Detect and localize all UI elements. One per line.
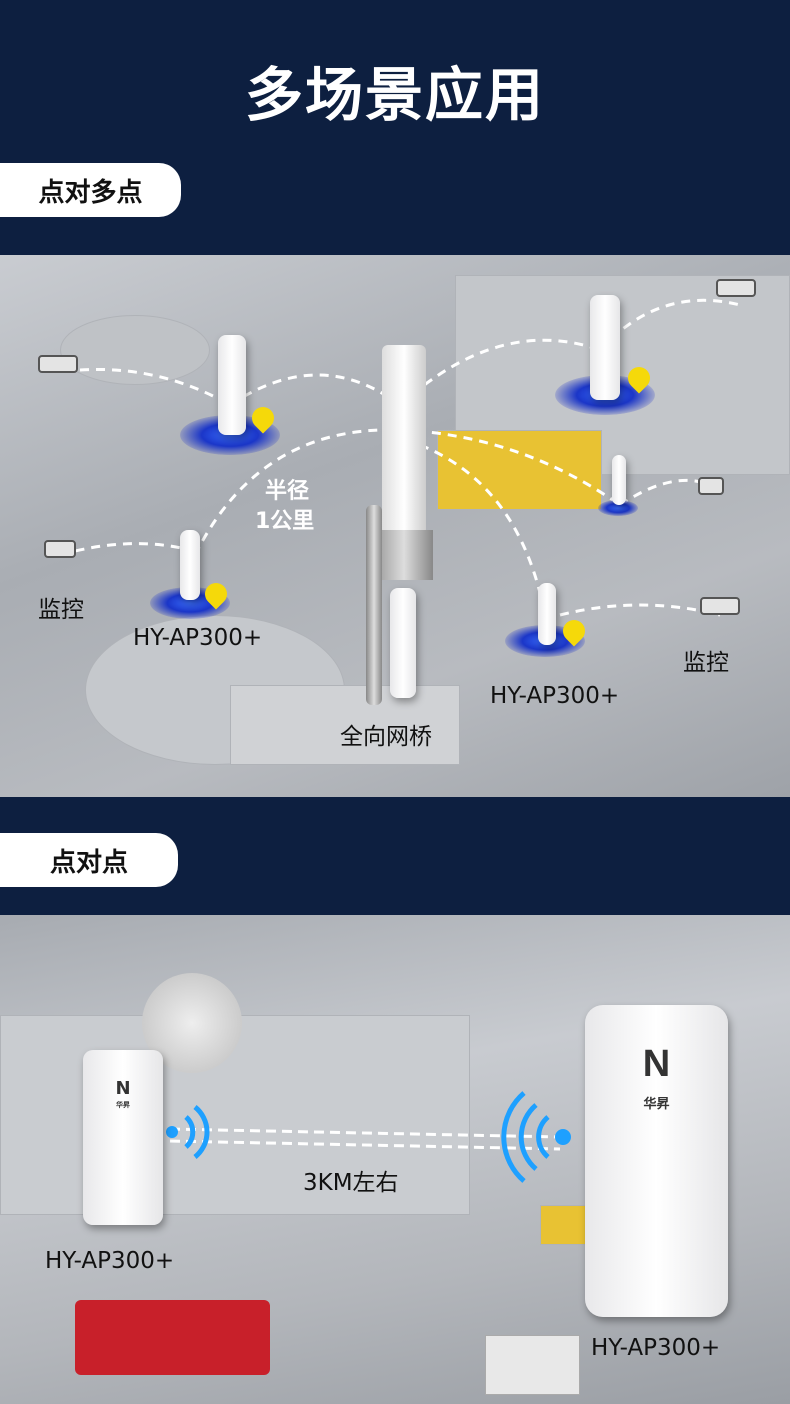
radius-value: 1公里 — [255, 509, 315, 534]
section-label-point-to-point: 点对点 — [0, 833, 178, 887]
monitor-label: 监控 — [683, 650, 729, 676]
device-label: HY-AP300+ — [591, 1335, 721, 1361]
camera-icon — [44, 540, 76, 558]
camera-icon — [698, 477, 724, 495]
p2p-link — [166, 1091, 571, 1183]
point-to-point-scene: N 华昇 N 华昇 3KM左右 HY-AP300+ HY-AP300+ — [0, 915, 790, 1404]
ap-device — [590, 295, 620, 400]
radius-label: 半径 — [265, 479, 310, 504]
omni-bridge-device — [390, 588, 416, 698]
brand-logo: N — [115, 1078, 131, 1099]
device-label: HY-AP300+ — [45, 1248, 175, 1274]
camera-icon — [700, 597, 740, 615]
point-to-multipoint-scene: 半径 1公里 监控 HY-AP300+ 监控 HY-AP300+ 全向网桥 — [0, 255, 790, 797]
ap-device-right: N 华昇 — [585, 1005, 728, 1317]
device-label: HY-AP300+ — [133, 625, 263, 651]
signal-wave-icon — [166, 1091, 571, 1183]
ap-device — [180, 530, 200, 600]
red-truck — [75, 1300, 270, 1375]
brand-name: 华昇 — [116, 1101, 130, 1109]
distance-label: 3KM左右 — [303, 1170, 399, 1196]
camera-icon — [38, 355, 78, 373]
page-title: 多场景应用 — [244, 61, 545, 129]
ap-device — [612, 455, 626, 505]
ap-device — [538, 583, 556, 645]
pole — [366, 505, 382, 705]
omni-antenna — [382, 345, 426, 535]
monitor-label: 监控 — [38, 597, 84, 623]
section-label-point-to-multipoint: 点对多点 — [0, 163, 181, 217]
device-label: HY-AP300+ — [490, 683, 620, 709]
ap-device — [218, 335, 246, 435]
white-cabin — [485, 1335, 580, 1395]
brand-logo: N — [642, 1043, 671, 1085]
omni-bridge-label: 全向网桥 — [340, 724, 432, 750]
camera-icon — [716, 279, 756, 297]
brand-name: 华昇 — [643, 1097, 670, 1112]
ap-device-left: N 华昇 — [83, 1050, 163, 1225]
antenna-mount — [375, 530, 433, 580]
